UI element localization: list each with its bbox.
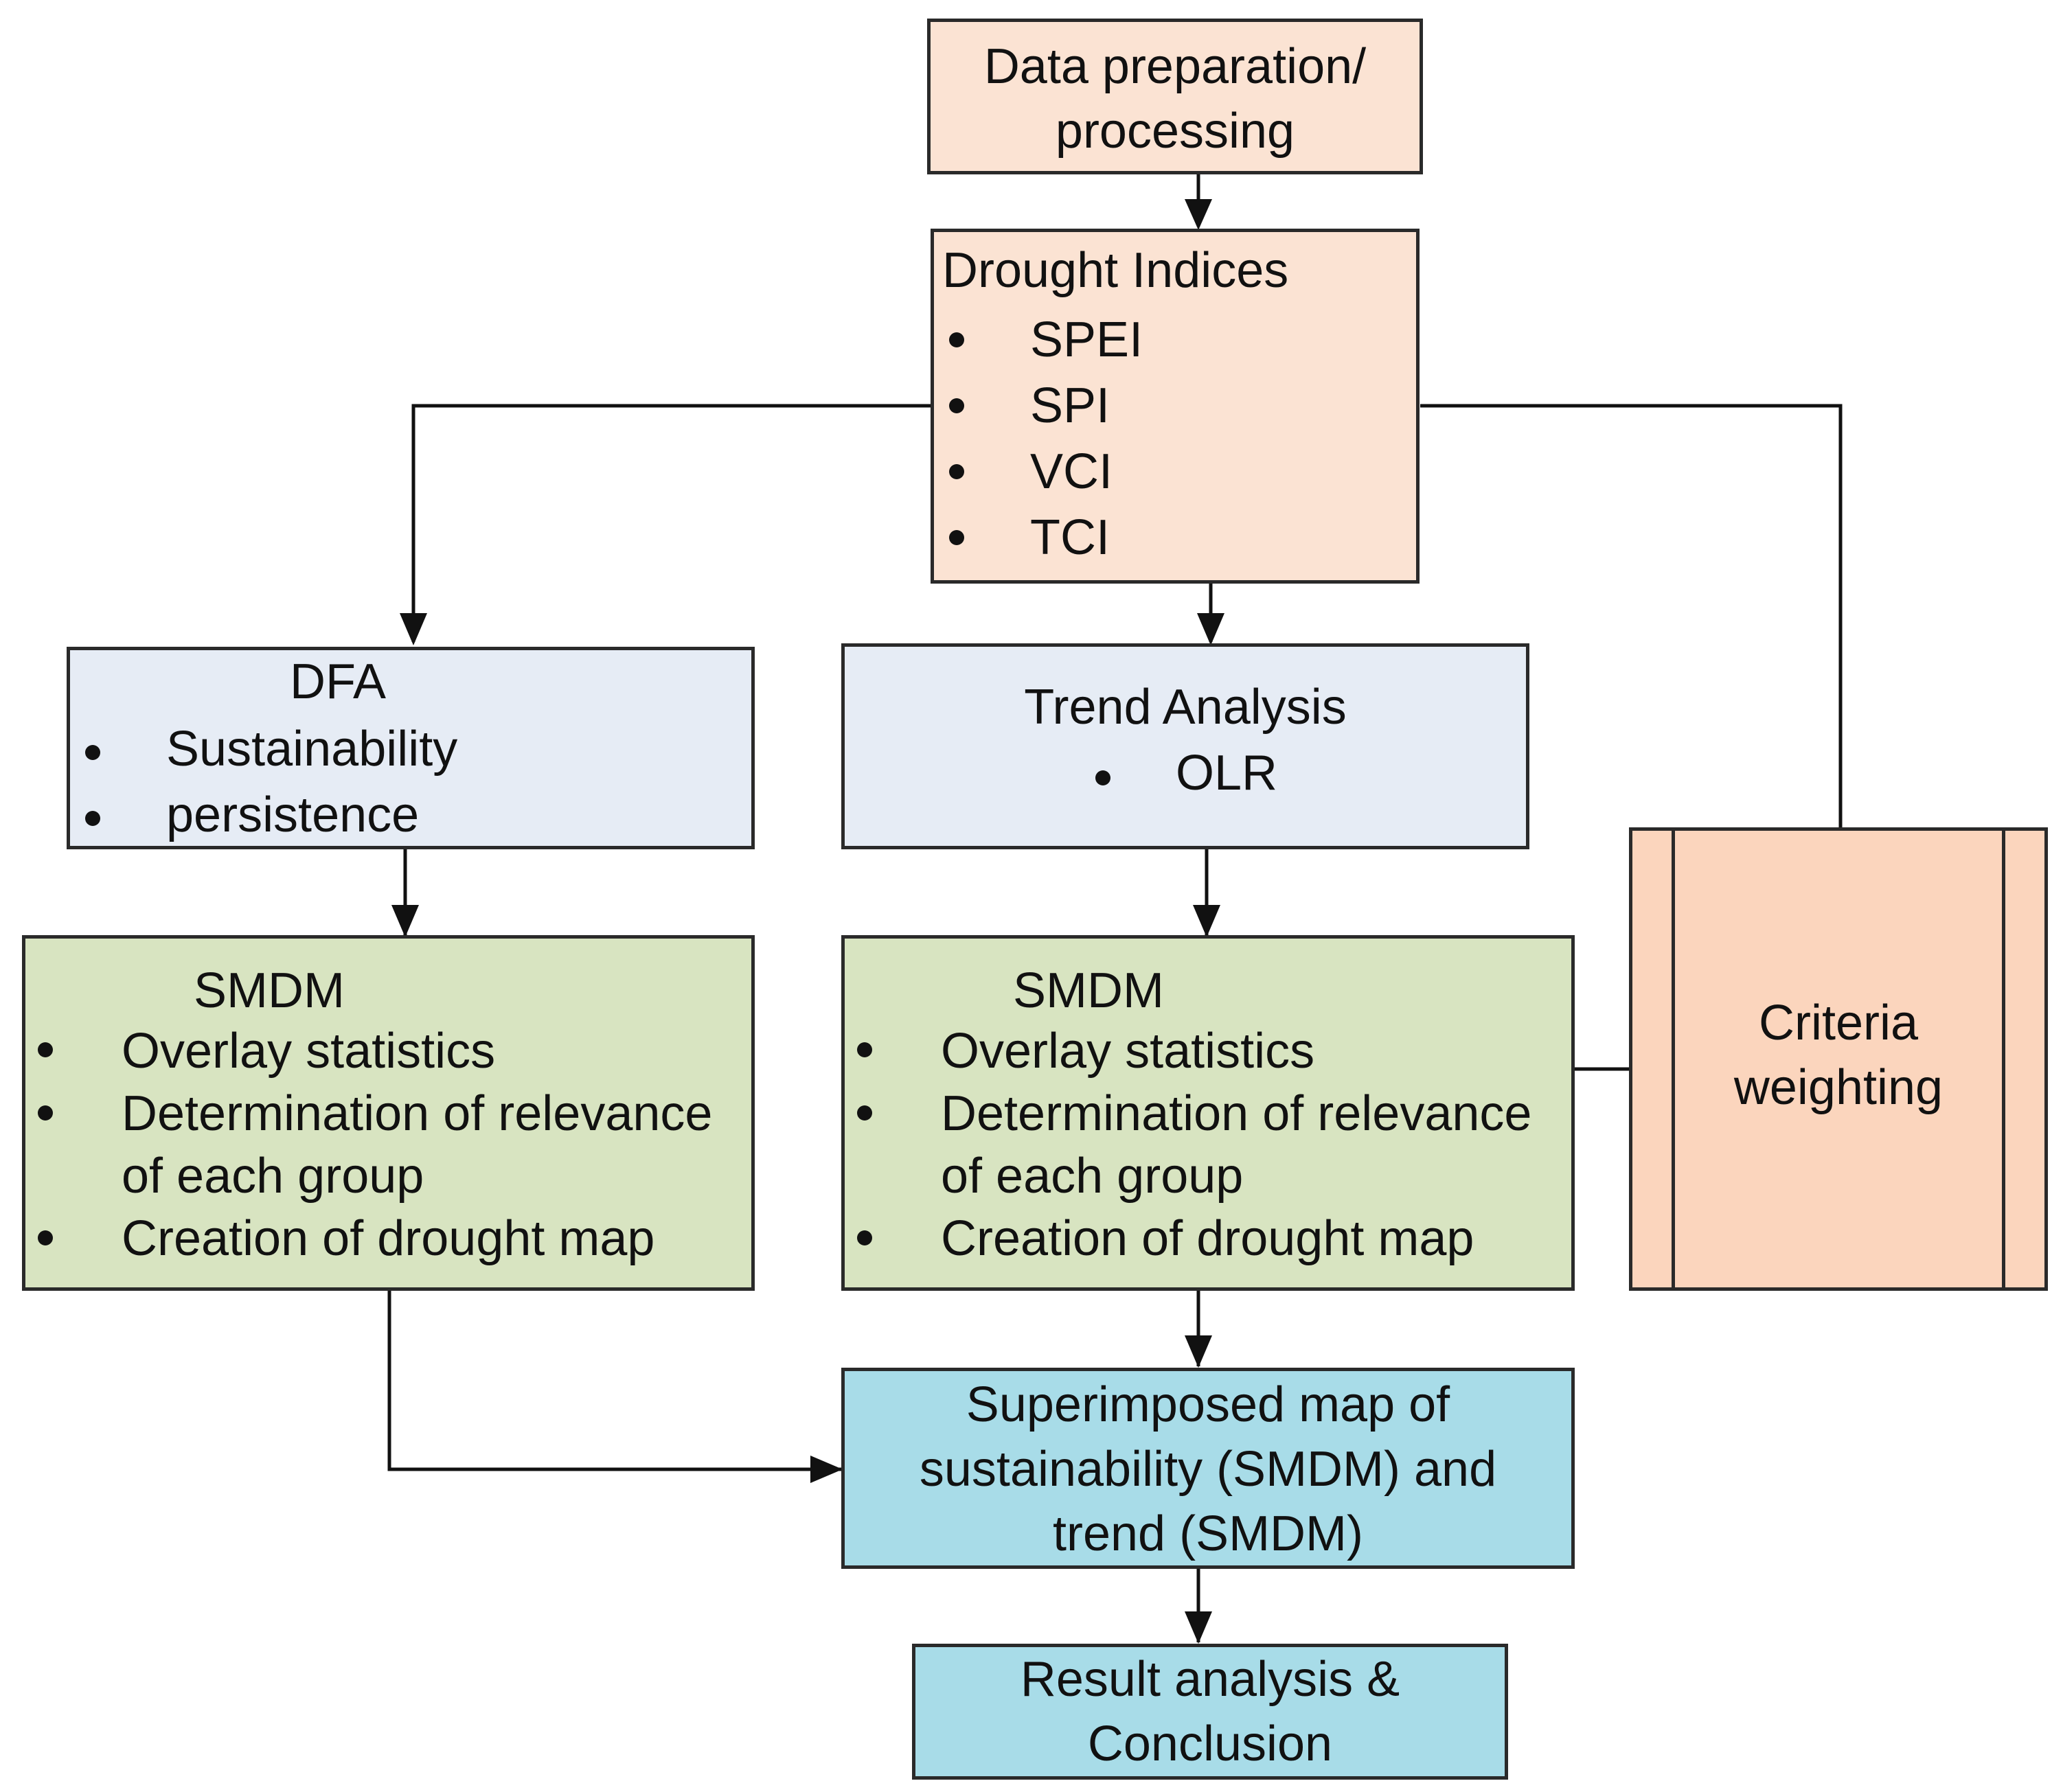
smdm-right-title: SMDM (1013, 963, 1164, 1018)
bullet-icon (949, 530, 964, 545)
arrowhead-prep-indices (1185, 199, 1212, 230)
data-preparation-line-2: processing (1055, 104, 1295, 159)
bullet-icon (85, 745, 100, 760)
arrowhead-smdm-right-superimposed (1185, 1335, 1212, 1368)
trend-analysis-box: Trend Analysis OLR (841, 643, 1529, 849)
drought-index-item: SPEI (1030, 312, 1143, 367)
dfa-title: DFA (290, 654, 387, 709)
superimposed-line-1: Superimposed map of (966, 1377, 1450, 1432)
smdm-right-item: of each group (941, 1149, 1244, 1204)
dfa-item: persistence (166, 788, 420, 842)
bullet-icon (857, 1105, 872, 1121)
drought-index-item: SPI (1030, 378, 1110, 433)
smdm-left-item: Creation of drought map (122, 1211, 655, 1266)
result-line-1: Result analysis & (1020, 1652, 1400, 1707)
trend-analysis-title: Trend Analysis (1024, 680, 1347, 735)
criteria-weighting-line-1: Criteria (1758, 996, 1919, 1050)
drought-indices-title: Drought Indices (942, 243, 1289, 298)
arrowhead-smdm-left-superimposed (810, 1456, 843, 1483)
bullet-icon (949, 332, 964, 347)
result-line-2: Conclusion (1087, 1716, 1333, 1771)
arrowhead-dfa-smdm-left (391, 905, 419, 937)
bullet-icon (38, 1042, 53, 1057)
result-analysis-box: Result analysis & Conclusion (912, 1644, 1508, 1780)
drought-indices-box: Drought Indices SPEI SPI VCI TCI (931, 229, 1420, 584)
data-preparation-box: Data preparation/ processing (927, 19, 1423, 174)
smdm-left-item: Determination of relevance (122, 1086, 713, 1141)
line-indices-to-criteria (1420, 404, 1843, 827)
criteria-right-bar (2002, 831, 2005, 1287)
smdm-left-item: Overlay statistics (122, 1024, 496, 1079)
smdm-left-title: SMDM (194, 963, 345, 1018)
dfa-item: Sustainability (166, 722, 458, 777)
smdm-right-box: SMDM Overlay statistics Determination of… (841, 935, 1575, 1291)
arrowhead-trend-smdm-right (1193, 905, 1220, 937)
smdm-left-box: SMDM Overlay statistics Determination of… (22, 935, 755, 1291)
arrowhead-indices-trend (1197, 613, 1224, 645)
drought-index-item: TCI (1030, 510, 1110, 565)
superimposed-line-3: trend (SMDM) (1052, 1506, 1364, 1561)
bullet-icon (949, 464, 964, 479)
superimposed-line-2: sustainability (SMDM) and (919, 1442, 1497, 1497)
bullet-icon (857, 1230, 872, 1245)
bullet-icon (1095, 770, 1110, 785)
bullet-icon (38, 1230, 53, 1245)
superimposed-map-box: Superimposed map of sustainability (SMDM… (841, 1368, 1575, 1569)
trend-analysis-item: OLR (1176, 746, 1278, 801)
arrow-indices-to-dfa (411, 404, 934, 642)
drought-index-item: VCI (1030, 444, 1113, 499)
smdm-right-item: Overlay statistics (941, 1024, 1315, 1079)
bullet-icon (85, 811, 100, 826)
dfa-box: DFA Sustainability persistence (67, 647, 755, 849)
smdm-right-item: Determination of relevance (941, 1086, 1532, 1141)
criteria-weighting-line-2: weighting (1733, 1060, 1944, 1115)
smdm-left-item: of each group (122, 1149, 424, 1204)
criteria-weighting-box: Criteria weighting (1629, 827, 2048, 1291)
arrowhead-indices-dfa (400, 613, 427, 645)
bullet-icon (857, 1042, 872, 1057)
arrow-smdm-left-to-superimposed (387, 1291, 841, 1471)
bullet-icon (949, 398, 964, 413)
data-preparation-line-1: Data preparation/ (983, 39, 1367, 94)
arrowhead-superimposed-result (1185, 1611, 1212, 1644)
criteria-left-bar (1672, 831, 1675, 1287)
smdm-right-item: Creation of drought map (941, 1211, 1474, 1266)
bullet-icon (38, 1105, 53, 1121)
